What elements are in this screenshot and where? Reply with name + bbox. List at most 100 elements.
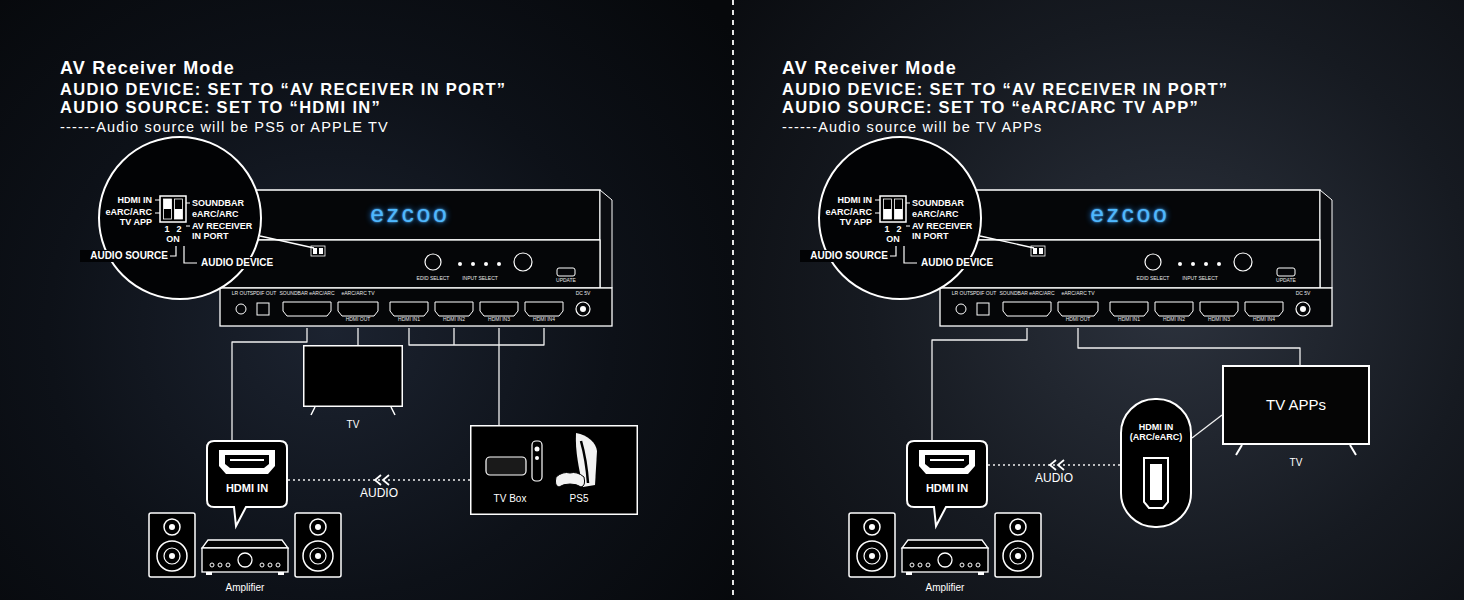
switch-label: HDMI IN: [820, 195, 872, 205]
setting-line: AUDIO DEVICE: SET TO “AV RECEIVER IN POR…: [782, 80, 1228, 99]
hdmi-cable: [232, 328, 307, 440]
signal-label: AUDIO: [1035, 471, 1073, 485]
switch-label: eARC/ARC TV APP: [104, 207, 152, 227]
node-outline: [303, 345, 403, 407]
hdmi-cable: [409, 328, 544, 425]
arrow-chevron: [1050, 460, 1064, 470]
switch-group-label: AUDIO DEVICE: [919, 257, 995, 269]
panel-label: DC 5V: [1288, 291, 1318, 297]
panel-label: HDMI IN3: [1199, 317, 1239, 323]
switch-group-label: AUDIO DEVICE: [199, 257, 275, 269]
device-label: Amplifier: [848, 582, 1042, 594]
panel-label: SPDIF OUT: [962, 291, 1004, 297]
panel-label: INPUT SELECT: [1170, 276, 1230, 282]
panel-label: INPUT SELECT: [450, 276, 510, 282]
hdmi-cable: [932, 328, 1027, 440]
audio-signal-arrow: [288, 475, 470, 485]
panel-label: HDMI IN1: [389, 317, 429, 323]
source-devices-box: TV Box PS5: [470, 425, 638, 515]
setting-line: AUDIO DEVICE: SET TO “AV RECEIVER IN POR…: [60, 80, 506, 99]
connector-line: [1192, 415, 1222, 438]
switch-group-label: AUDIO SOURCE: [80, 250, 170, 262]
hdmi-cable: [1078, 328, 1300, 365]
audio-signal-arrow: [988, 460, 1120, 470]
switch-number: 1: [882, 224, 892, 234]
hdmi-cable: [358, 328, 359, 345]
hdmi-port-callout: HDMI IN: [206, 440, 288, 508]
panel-label: HDMI IN4: [524, 317, 564, 323]
panel-label: EDID SELECT: [1123, 276, 1183, 282]
connector-line: [409, 328, 544, 425]
connector-line: [288, 479, 470, 481]
amplifier-speakers: Amplifier: [848, 512, 1042, 582]
panel-label: EDID SELECT: [403, 276, 463, 282]
amplifier-speakers: Amplifier: [148, 512, 342, 582]
panel-label: SOUNDBAR eARC/ARC: [997, 291, 1057, 297]
panel-label: HDMI IN3: [479, 317, 519, 323]
hdmi-port-callout: HDMI IN: [906, 440, 988, 508]
panel-label: UPDATE: [1271, 278, 1301, 284]
brand-logo: ezcoo: [345, 200, 475, 228]
panel-label: SPDIF OUT: [242, 291, 284, 297]
setting-line: AUDIO SOURCE: SET TO “HDMI IN”: [60, 98, 381, 117]
switch-label: HDMI IN: [100, 195, 152, 205]
note-line: ------Audio source will be PS5 or APPLE …: [60, 119, 389, 136]
device-label: PS5: [554, 493, 604, 505]
panel-label: HDMI IN4: [1244, 317, 1284, 323]
switch-on-mark: ON: [158, 234, 188, 244]
switch-label: eARC/ARC TV APP: [824, 207, 872, 227]
panel-label: SOUNDBAR eARC/ARC: [277, 291, 337, 297]
switch-label: eARC/ARC: [912, 209, 974, 219]
tv: TV: [303, 345, 403, 407]
switch-label: eARC/ARC: [192, 209, 254, 219]
connector-line: [988, 464, 1120, 466]
switch-number: 2: [894, 224, 904, 234]
panel-label: DC 5V: [568, 291, 598, 297]
port-label: HDMI IN: [906, 482, 988, 495]
port-label: HDMI IN: [206, 482, 288, 495]
device-label: TV: [303, 419, 403, 431]
tv: TV APPsTV: [1222, 365, 1370, 445]
connector-line: [932, 328, 1027, 440]
node-outline: [848, 512, 1042, 582]
device-label: TV: [1222, 457, 1370, 469]
mode-heading: AV Receiver Mode: [782, 58, 957, 79]
node-outline: [206, 440, 288, 508]
switch-number: 2: [174, 224, 184, 234]
note-line: ------Audio source will be TV APPs: [782, 119, 1043, 136]
signal-label: AUDIO: [360, 486, 398, 500]
mode-heading: AV Receiver Mode: [60, 58, 235, 79]
switch-label: SOUNDBAR: [192, 198, 254, 208]
switch-label: AV RECEIVER IN PORT: [192, 221, 260, 241]
port-label: HDMI IN (ARC/eARC): [1127, 422, 1185, 442]
panel-label: HDMI IN2: [1154, 317, 1194, 323]
panel-label: HDMI OUT: [1053, 317, 1103, 323]
screen-text: TV APPs: [1222, 396, 1370, 413]
connector-line: [1078, 328, 1300, 365]
hdmi-cable: [1192, 415, 1222, 438]
arrow-chevron: [375, 475, 389, 485]
connector-line: [357, 328, 358, 345]
brand-logo: ezcoo: [1065, 200, 1195, 228]
panel-label: UPDATE: [551, 278, 581, 284]
panel-label: HDMI IN2: [434, 317, 474, 323]
node-outline: [148, 512, 342, 582]
device-label: TV Box: [478, 493, 542, 505]
dip-switch-callout: HDMI IN eARC/ARC TV APP 12ON SOUNDBAReARC/A…: [98, 136, 262, 300]
panel-label: HDMI IN1: [1109, 317, 1149, 323]
switch-number: 1: [162, 224, 172, 234]
node-outline: [906, 440, 988, 508]
switch-label: SOUNDBAR: [912, 198, 974, 208]
node-outline: [1120, 398, 1192, 528]
panel-label: eARC/ARC TV: [1053, 291, 1103, 297]
switch-on-mark: ON: [878, 234, 908, 244]
setting-line: AUDIO SOURCE: SET TO “eARC/ARC TV APP”: [782, 98, 1199, 117]
connector-line: [232, 328, 307, 440]
panel-label: eARC/ARC TV: [333, 291, 383, 297]
device-label: Amplifier: [148, 582, 342, 594]
tv-port-callout: HDMI IN (ARC/eARC): [1120, 398, 1192, 528]
dip-switch-callout: HDMI IN eARC/ARC TV APP 12ON SOUNDBAReARC/A…: [818, 136, 982, 300]
switch-group-label: AUDIO SOURCE: [800, 250, 890, 262]
panel-label: HDMI OUT: [333, 317, 383, 323]
